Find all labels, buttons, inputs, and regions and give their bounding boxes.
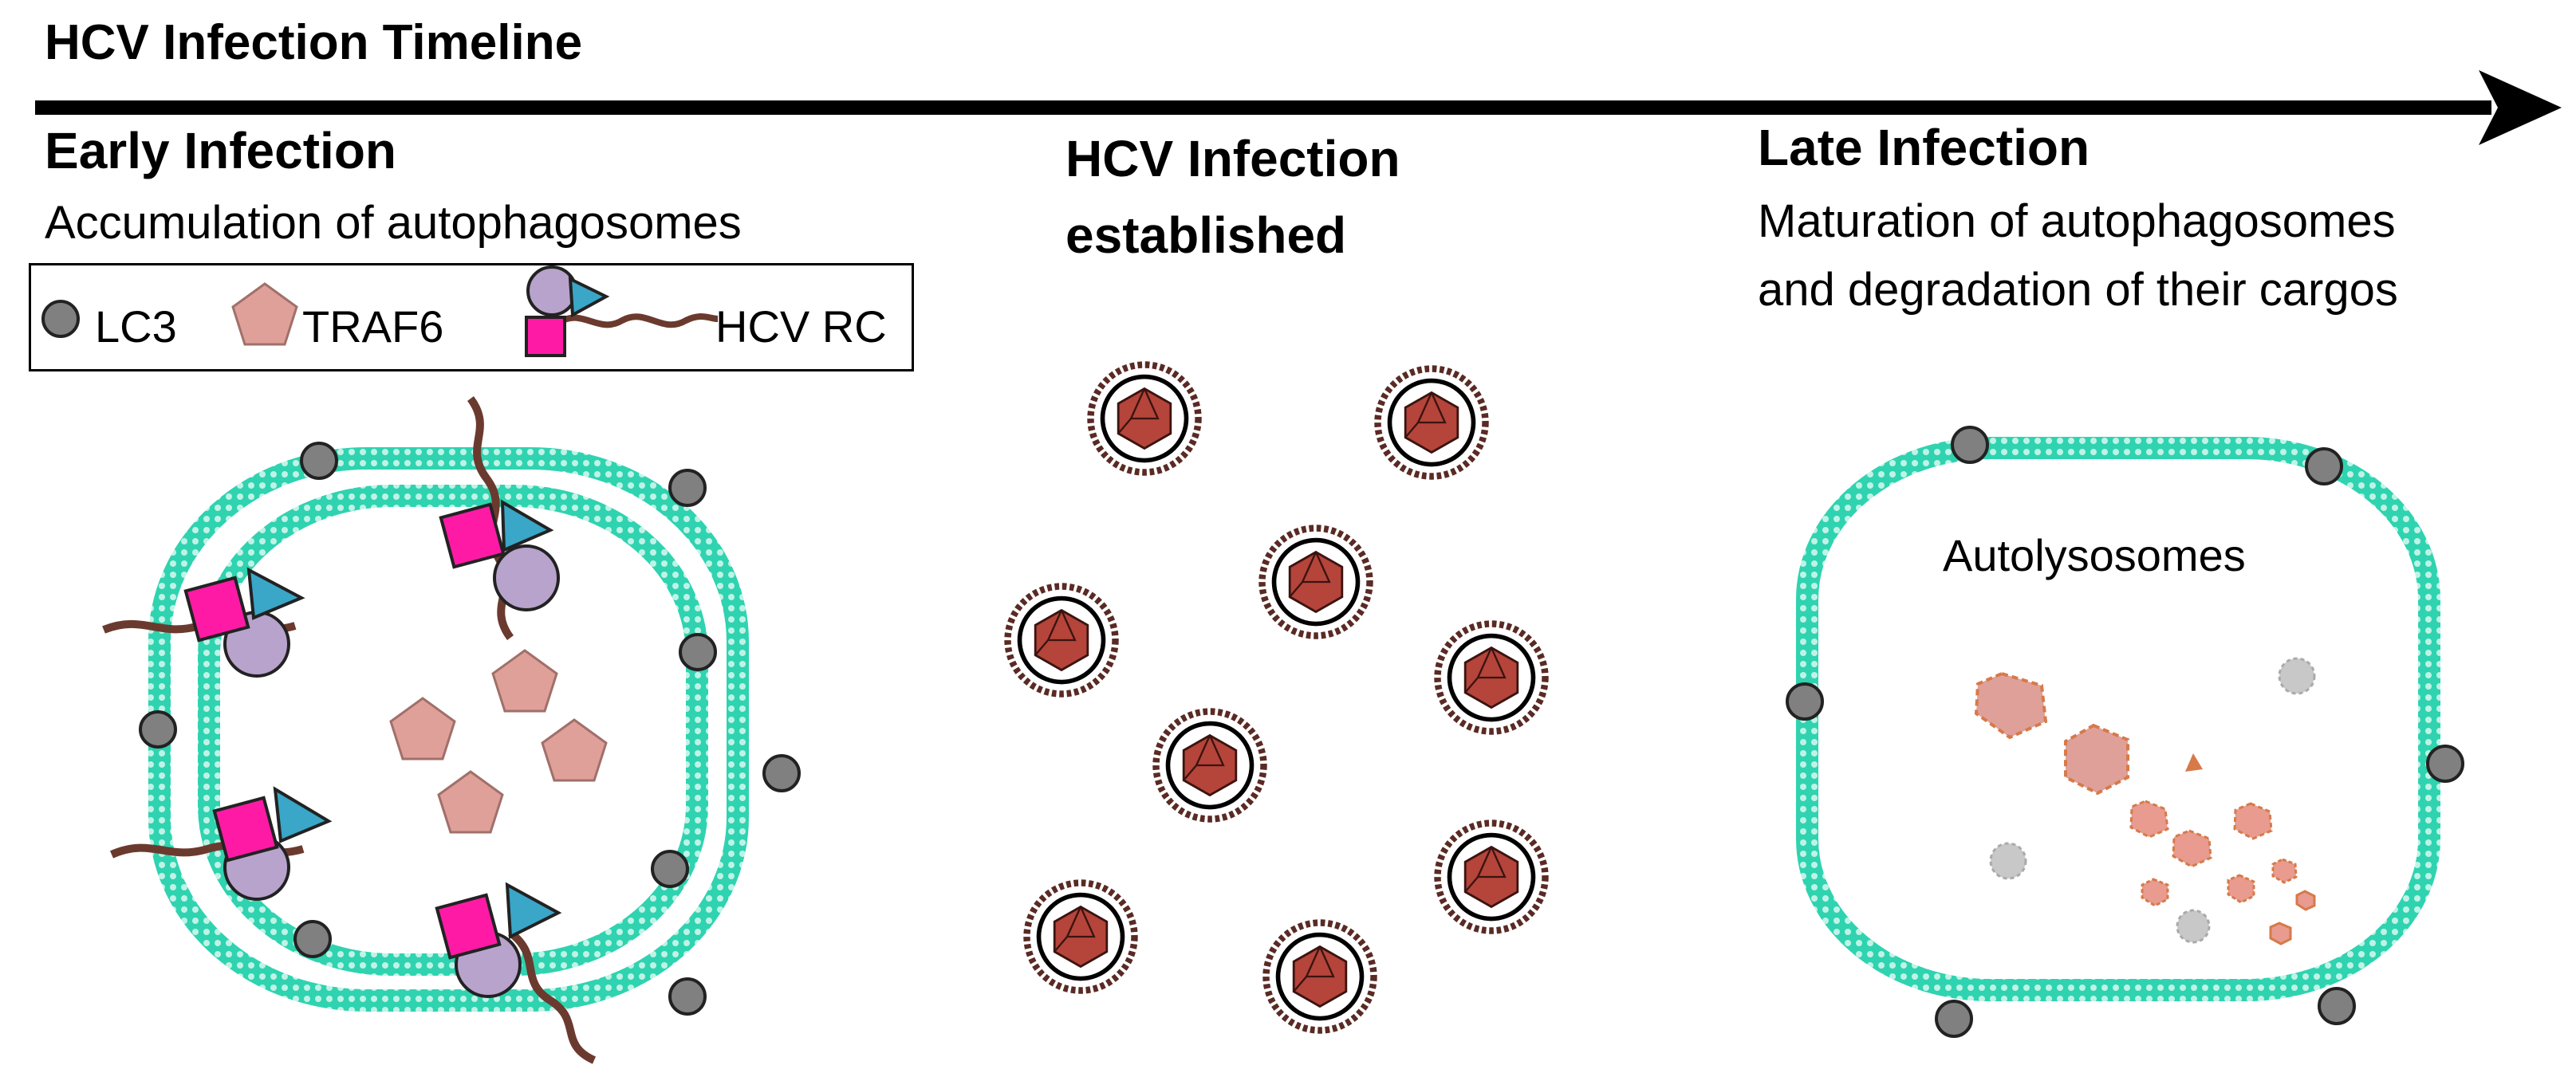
virion-icon — [1091, 365, 1199, 473]
timeline-arrow — [35, 70, 2562, 145]
virion-icon — [1438, 624, 1546, 732]
autolysosomes-label: Autolysosomes — [1943, 530, 2246, 580]
late-subtitle-line2: and degradation of their cargos — [1758, 264, 2398, 316]
legend-traf6-label: TRAF6 — [302, 301, 444, 352]
legend-hcv-rc-icon — [525, 265, 719, 357]
virion-icon — [1262, 529, 1370, 636]
degraded-cargo — [1974, 657, 2316, 945]
virion-icon — [1027, 883, 1135, 991]
virion-icon — [1266, 923, 1374, 1031]
legend-lc3-label: LC3 — [95, 301, 177, 352]
early-traf6-cargo — [389, 649, 608, 834]
timeline-title: HCV Infection Timeline — [45, 15, 583, 70]
early-lc3-dots — [139, 442, 801, 1016]
late-lc3-dots — [1786, 426, 2464, 1038]
early-hcv-rc-complexes — [102, 396, 597, 1064]
early-heading: Early Infection — [45, 122, 396, 179]
virion-icon — [1008, 587, 1116, 694]
legend-lc3-icon — [41, 300, 80, 338]
virion-icon — [1438, 823, 1546, 931]
late-subtitle-line1: Maturation of autophagosomes — [1758, 195, 2396, 247]
late-heading: Late Infection — [1758, 119, 2090, 176]
legend: LC3 TRAF6 HCV RC — [29, 263, 914, 371]
legend-hcv-rc-label: HCV RC — [715, 301, 887, 352]
virion-icon — [1156, 712, 1264, 819]
legend-icons — [41, 265, 719, 357]
established-heading-line1: HCV Infection — [1065, 130, 1400, 187]
established-heading-line2: established — [1065, 206, 1347, 264]
hcv-virions — [1008, 365, 1546, 1031]
virion-icon — [1378, 369, 1486, 477]
early-subtitle: Accumulation of autophagosomes — [45, 197, 742, 249]
